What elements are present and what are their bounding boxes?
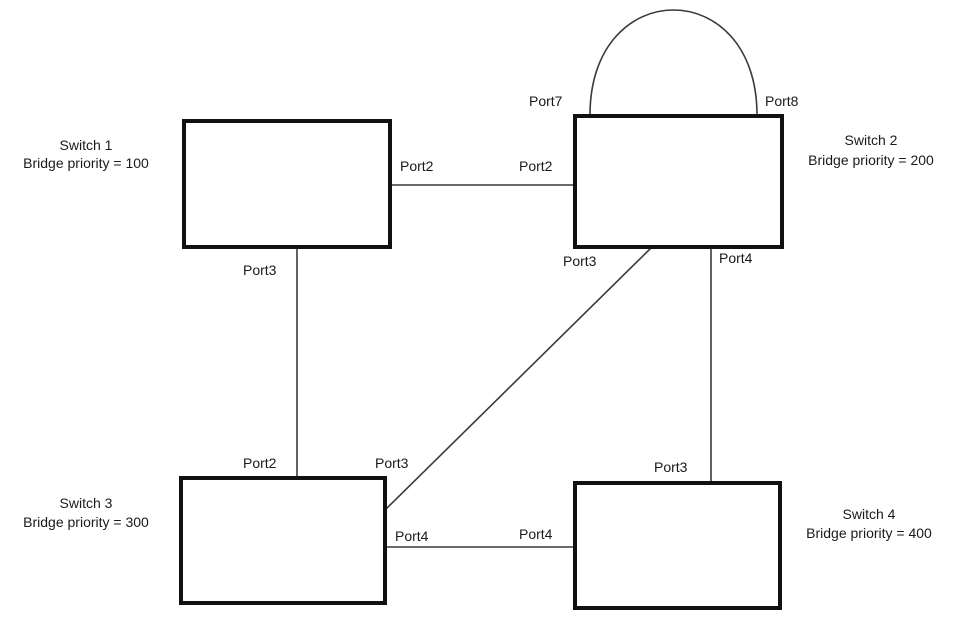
switch-2-port2-label: Port2 — [519, 158, 553, 174]
switch-2-port8-label: Port8 — [765, 93, 799, 109]
switch-4-name: Switch 4 — [843, 506, 896, 522]
switch-4-port4-label: Port4 — [519, 526, 553, 542]
switch-2-port3-label: Port3 — [563, 253, 597, 269]
switch-1-box[interactable] — [182, 119, 392, 249]
switch-3-priority: Bridge priority = 300 — [23, 514, 149, 530]
switch-2-name: Switch 2 — [845, 132, 898, 148]
switch-2-priority: Bridge priority = 200 — [808, 152, 934, 168]
switch-1-port3-label: Port3 — [243, 262, 277, 278]
switch-4-port3-label: Port3 — [654, 459, 688, 475]
switch-4-priority: Bridge priority = 400 — [806, 525, 932, 541]
switch-3-name: Switch 3 — [60, 495, 113, 511]
switch-2-port7-label: Port7 — [529, 93, 563, 109]
switch-3-box[interactable] — [179, 476, 387, 605]
switch-1-name: Switch 1 — [60, 137, 113, 153]
switch-3-port4-label: Port4 — [395, 528, 429, 544]
link-s2p3-s3p3 — [384, 246, 653, 511]
switch-4-box[interactable] — [573, 481, 782, 610]
switch-2-port4-label: Port4 — [719, 250, 753, 266]
switch-1-priority: Bridge priority = 100 — [23, 155, 149, 171]
switch-1-port2-label: Port2 — [400, 158, 434, 174]
switch-2-box[interactable] — [573, 114, 784, 249]
link-s2p7-s2p8-loop — [589, 9, 758, 116]
switch-3-port2-label: Port2 — [243, 455, 277, 471]
switch-3-port3-label: Port3 — [375, 455, 409, 471]
